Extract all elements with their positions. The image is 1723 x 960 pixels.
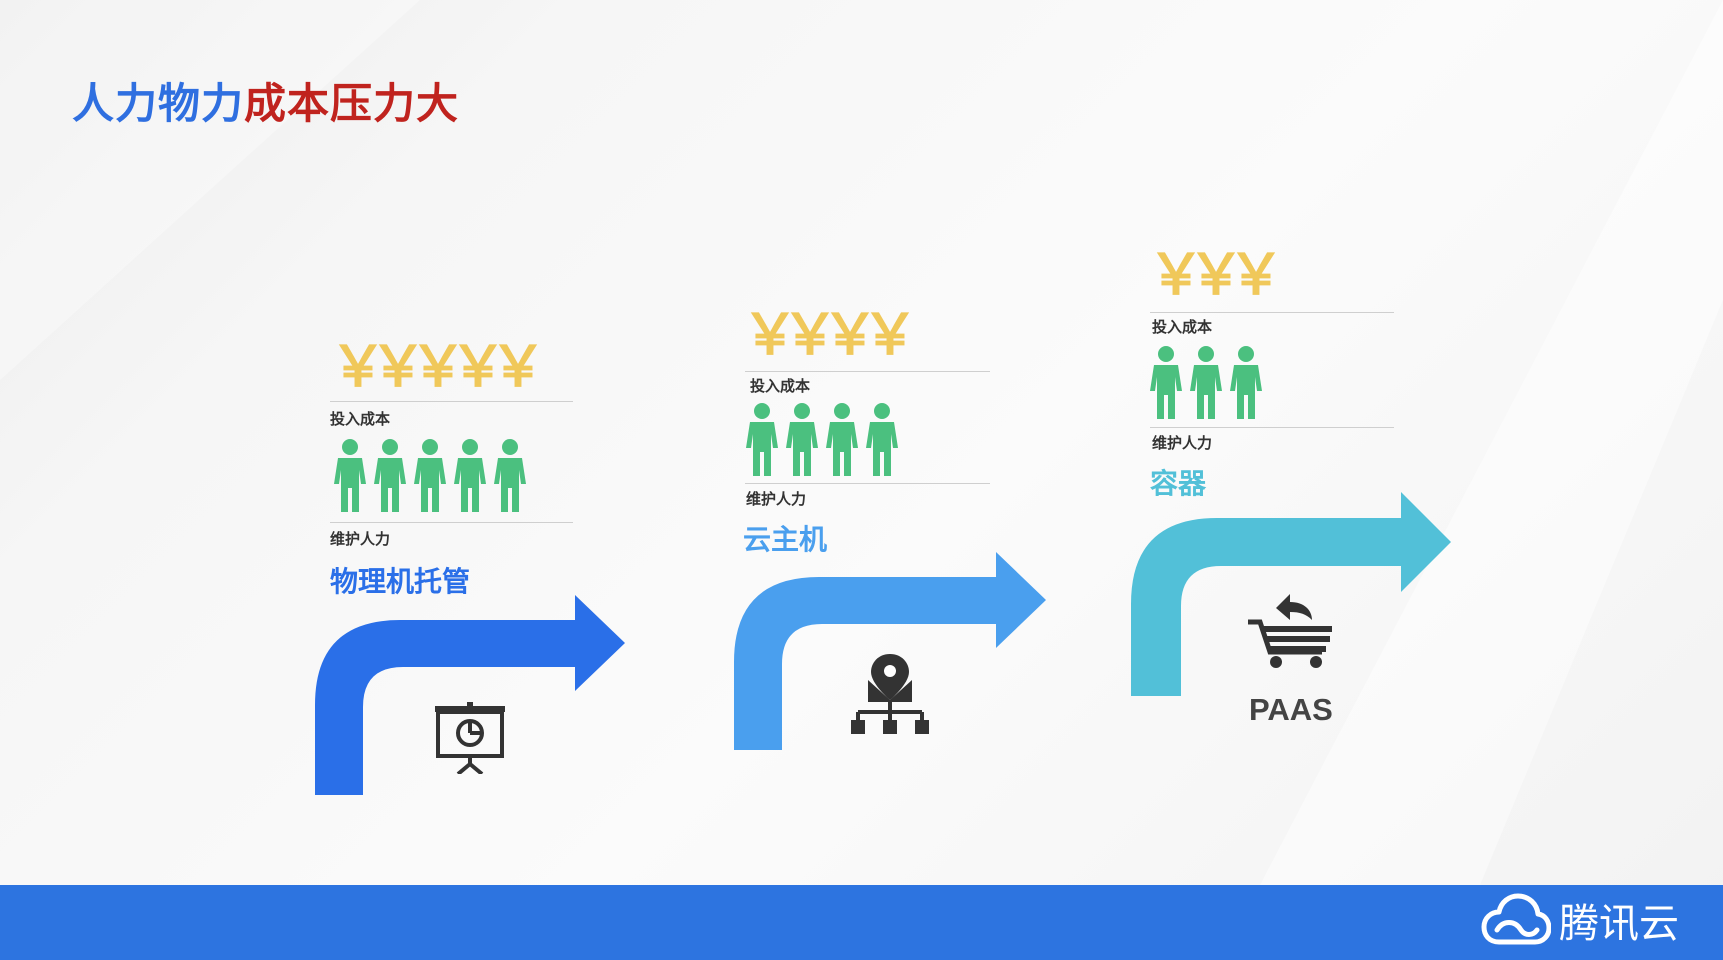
cost-label: 投入成本 <box>330 410 391 428</box>
person-icon <box>746 403 778 476</box>
yen-symbol: ￥ <box>410 335 466 400</box>
cost-label: 投入成本 <box>750 377 811 395</box>
yen-symbol: ￥ <box>330 335 386 400</box>
brand-name: 腾讯云 <box>1559 901 1679 947</box>
yen-symbol: ￥ <box>782 303 838 368</box>
people-label: 维护人力 <box>746 490 807 508</box>
title-part-blue: 人力物力 <box>72 79 245 128</box>
progress-arrow <box>1131 492 1451 696</box>
people-row <box>1146 345 1266 421</box>
presentation-screen-icon <box>435 702 505 774</box>
progress-arrow <box>315 595 625 795</box>
stage-name-label: 物理机托管 <box>330 565 471 598</box>
yen-symbol: ￥ <box>1188 243 1244 308</box>
title-part-red: 成本压力大 <box>244 79 460 128</box>
shopping-cart-return-icon <box>1248 594 1332 668</box>
people-row <box>330 438 530 514</box>
stage-name-label: 云主机 <box>743 523 828 556</box>
divider <box>1150 312 1394 313</box>
person-icon <box>334 439 366 512</box>
people-row <box>742 402 902 478</box>
yen-symbol: ￥ <box>370 335 426 400</box>
person-icon <box>786 403 818 476</box>
person-icon <box>826 403 858 476</box>
yen-symbol: ￥ <box>862 303 918 368</box>
paas-caption: PAAS <box>1249 692 1333 727</box>
divider <box>745 371 990 372</box>
footer-bar: 腾讯云 <box>0 885 1723 960</box>
location-network-icon <box>851 654 929 734</box>
yen-symbol: ￥ <box>822 303 878 368</box>
divider <box>745 483 990 484</box>
divider <box>1150 427 1394 428</box>
divider <box>330 401 573 402</box>
divider <box>330 522 573 523</box>
person-icon <box>1230 346 1262 419</box>
person-icon <box>1190 346 1222 419</box>
person-icon <box>414 439 446 512</box>
cloud-logo-icon <box>1481 893 1551 945</box>
person-icon <box>374 439 406 512</box>
people-label: 维护人力 <box>330 530 391 548</box>
yen-symbol: ￥ <box>490 335 546 400</box>
person-icon <box>866 403 898 476</box>
yen-symbol: ￥ <box>1228 243 1284 308</box>
stage-name-label: 容器 <box>1150 467 1207 500</box>
progress-arrow <box>734 552 1046 750</box>
person-icon <box>494 439 526 512</box>
cost-yen-row: ￥ ￥ ￥ <box>1148 243 1284 308</box>
brand-logo: 腾讯云 <box>1481 891 1679 949</box>
person-icon <box>1150 346 1182 419</box>
yen-symbol: ￥ <box>1148 243 1204 308</box>
people-label: 维护人力 <box>1152 434 1213 452</box>
person-icon <box>454 439 486 512</box>
yen-symbol: ￥ <box>450 335 506 400</box>
yen-symbol: ￥ <box>742 303 798 368</box>
cost-yen-row: ￥ ￥ ￥ ￥ ￥ <box>330 335 546 400</box>
cost-label: 投入成本 <box>1152 318 1213 336</box>
cost-yen-row: ￥ ￥ ￥ ￥ <box>742 303 918 368</box>
page-title: 人力物力成本压力大 <box>72 70 459 131</box>
